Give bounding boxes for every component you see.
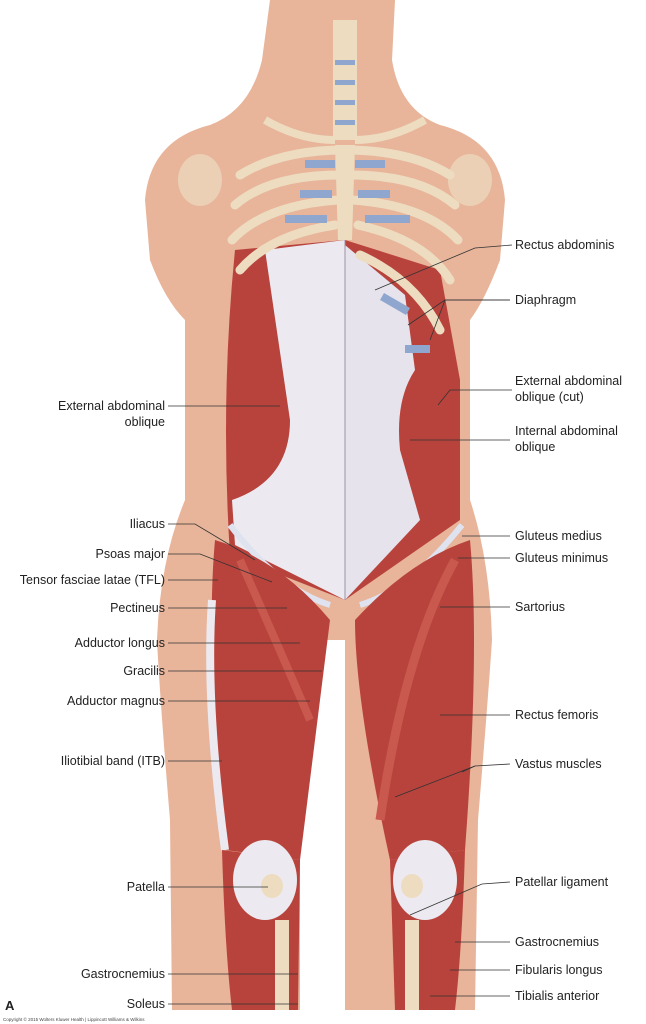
label-diaphragm: Diaphragm [515, 293, 577, 307]
knees-and-lower-legs [222, 840, 465, 1010]
label-rectus-abdominis: Rectus abdominis [515, 238, 615, 252]
sternum-and-spine [263, 20, 427, 240]
figure-letter: A [5, 998, 15, 1013]
label-fibularis-longus: Fibularis longus [515, 963, 603, 977]
label-adductor-longus: Adductor longus [74, 636, 165, 650]
copyright-notice: Copyright © 2015 Wolters Kluwer Health |… [3, 1017, 145, 1022]
costal-cartilage [285, 160, 430, 353]
label-gastrocnemius: Gastrocnemius [80, 967, 165, 981]
label-gracilis: Gracilis [123, 664, 165, 678]
label-gluteus-minimus: Gluteus minimus [515, 551, 609, 565]
label-adductor-magnus: Adductor magnus [67, 694, 165, 708]
leader-lines [168, 244, 513, 1005]
humerus-bones [178, 154, 492, 206]
label-patella: Patella [126, 880, 165, 894]
label-gastrocnemius: Gastrocnemius [515, 935, 600, 949]
label-soleus: Soleus [126, 997, 165, 1011]
label-sartorius: Sartorius [515, 600, 566, 614]
label-iliotibial-band-itb: Iliotibial band (ITB) [60, 754, 165, 768]
label-vastus-muscles: Vastus muscles [515, 757, 602, 771]
abdominal-muscles [226, 240, 460, 600]
label-iliacus: Iliacus [129, 517, 165, 531]
thigh-muscles [206, 540, 474, 860]
label-psoas-major: Psoas major [95, 547, 165, 561]
label-gluteus-medius: Gluteus medius [515, 529, 602, 543]
label-tibialis-anterior: Tibialis anterior [515, 989, 600, 1003]
rib-cage [227, 145, 463, 335]
label-tensor-fasciae-latae-tfl: Tensor fasciae latae (TFL) [19, 573, 165, 587]
label-patellar-ligament: Patellar ligament [515, 875, 609, 889]
label-rectus-femoris: Rectus femoris [515, 708, 599, 722]
label-pectineus: Pectineus [110, 601, 165, 615]
